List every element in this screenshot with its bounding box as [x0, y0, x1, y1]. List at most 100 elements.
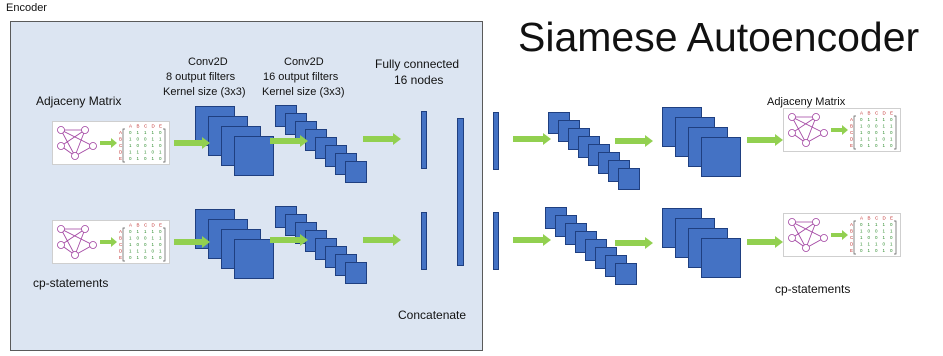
svg-text:1: 1: [137, 255, 140, 260]
svg-text:0: 0: [890, 248, 893, 253]
svg-text:0: 0: [868, 235, 871, 240]
svg-text:0: 0: [144, 242, 147, 247]
svg-text:1: 1: [875, 222, 878, 227]
svg-text:D: D: [119, 249, 123, 254]
svg-text:0: 0: [159, 156, 162, 161]
svg-text:0: 0: [129, 229, 132, 234]
svg-text:1: 1: [159, 137, 162, 142]
svg-text:0: 0: [868, 229, 871, 234]
svg-text:0: 0: [890, 130, 893, 135]
svg-text:A: A: [860, 216, 863, 221]
arrow-icon: [270, 135, 308, 147]
arrow-icon: [747, 134, 783, 146]
conv2-bottom-layer: [345, 262, 367, 284]
svg-text:B: B: [119, 236, 122, 241]
svg-text:1: 1: [159, 236, 162, 241]
svg-text:0: 0: [144, 255, 147, 260]
concatenate-bar: [457, 118, 464, 266]
svg-text:0: 0: [883, 137, 886, 142]
svg-text:E: E: [159, 223, 162, 228]
fc-title: Fully connected: [375, 57, 460, 71]
svg-text:A: A: [119, 130, 122, 135]
svg-text:1: 1: [137, 130, 140, 135]
deconv1-top-layer: [701, 137, 741, 177]
svg-text:E: E: [119, 156, 122, 161]
svg-text:E: E: [890, 216, 893, 221]
svg-text:0: 0: [152, 249, 155, 254]
conv1-bottom-layer: [234, 239, 274, 279]
decoder-bottom-bar: [493, 212, 499, 270]
deconv1-bottom-layer: [701, 238, 741, 278]
output-top-label: Adjaceny Matrix: [767, 96, 846, 108]
arrow-icon: [174, 137, 210, 149]
svg-text:0: 0: [159, 229, 162, 234]
svg-text:1: 1: [883, 235, 886, 240]
svg-text:B: B: [868, 216, 871, 221]
svg-text:1: 1: [883, 229, 886, 234]
conv1-title: Conv2D: [188, 56, 228, 68]
svg-text:B: B: [119, 137, 122, 142]
svg-text:A: A: [850, 222, 853, 227]
svg-text:0: 0: [159, 255, 162, 260]
output-bottom-label: cp-statements: [775, 282, 851, 296]
svg-text:1: 1: [144, 229, 147, 234]
svg-text:D: D: [152, 223, 156, 228]
arrow-icon: [270, 234, 308, 246]
svg-text:0: 0: [890, 222, 893, 227]
svg-text:1: 1: [890, 242, 893, 247]
arrow-icon: [513, 234, 551, 246]
svg-text:1: 1: [883, 248, 886, 253]
svg-text:1: 1: [137, 156, 140, 161]
svg-text:1: 1: [860, 242, 863, 247]
svg-text:1: 1: [868, 248, 871, 253]
svg-text:C: C: [119, 143, 123, 148]
svg-text:1: 1: [152, 255, 155, 260]
svg-text:1: 1: [144, 249, 147, 254]
encoder-panel: [10, 21, 483, 351]
arrow-icon: [615, 135, 653, 147]
svg-text:B: B: [850, 124, 853, 129]
svg-text:D: D: [119, 150, 123, 155]
svg-text:1: 1: [890, 229, 893, 234]
svg-text:1: 1: [868, 117, 871, 122]
svg-text:A: A: [119, 229, 122, 234]
svg-text:0: 0: [868, 124, 871, 129]
fc-nodes: 16 nodes: [394, 73, 444, 87]
svg-text:0: 0: [137, 143, 140, 148]
svg-text:0: 0: [875, 130, 878, 135]
svg-text:0: 0: [159, 143, 162, 148]
concatenate-label: Concatenate: [398, 308, 467, 322]
svg-text:0: 0: [875, 143, 878, 148]
svg-text:C: C: [144, 223, 148, 228]
fc-bottom-bar: [421, 212, 427, 270]
svg-text:1: 1: [159, 150, 162, 155]
svg-text:0: 0: [129, 130, 132, 135]
encoder-label: Encoder: [6, 2, 47, 14]
conv1-top-layer: [234, 136, 274, 176]
svg-text:1: 1: [868, 137, 871, 142]
svg-text:C: C: [850, 235, 854, 240]
svg-text:E: E: [890, 111, 893, 116]
svg-text:0: 0: [890, 117, 893, 122]
conv2-top-layer: [345, 161, 367, 183]
conv2-filters: 16 output filters: [263, 71, 339, 83]
decoder-top-bar: [493, 112, 499, 170]
svg-text:D: D: [883, 111, 887, 116]
svg-text:0: 0: [860, 117, 863, 122]
svg-text:0: 0: [860, 248, 863, 253]
svg-text:D: D: [850, 137, 854, 142]
svg-text:1: 1: [129, 249, 132, 254]
svg-text:1: 1: [137, 229, 140, 234]
svg-text:E: E: [119, 255, 122, 260]
svg-text:0: 0: [144, 236, 147, 241]
svg-text:1: 1: [152, 130, 155, 135]
svg-text:1: 1: [883, 130, 886, 135]
svg-text:1: 1: [129, 242, 132, 247]
svg-text:A: A: [129, 223, 132, 228]
svg-text:1: 1: [152, 229, 155, 234]
svg-text:1: 1: [144, 130, 147, 135]
svg-text:0: 0: [144, 137, 147, 142]
